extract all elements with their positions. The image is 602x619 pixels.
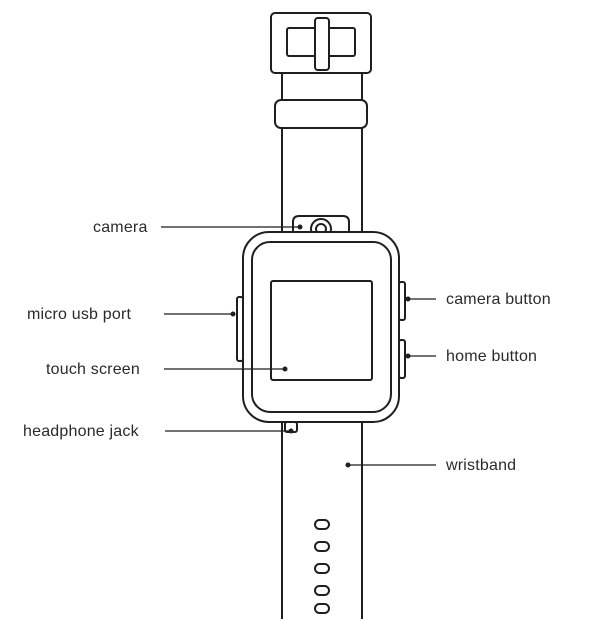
upper-band bbox=[274, 72, 368, 233]
band-buckle bbox=[270, 12, 372, 74]
touch-screen-display bbox=[270, 280, 373, 381]
label-wristband: wristband bbox=[445, 457, 516, 474]
label-camera: camera bbox=[93, 219, 148, 236]
callout-home-button: home button bbox=[405, 348, 537, 365]
lower-band bbox=[281, 421, 363, 619]
home-button-shape bbox=[398, 339, 406, 379]
callout-headphone-jack: headphone jack bbox=[23, 423, 294, 440]
label-camera-button: camera button bbox=[446, 291, 551, 308]
callout-camera: camera bbox=[93, 219, 303, 236]
callout-wristband: wristband bbox=[345, 457, 516, 474]
label-home-button: home button bbox=[446, 348, 537, 365]
label-touch-screen: touch screen bbox=[46, 361, 140, 378]
callout-touch-screen: touch screen bbox=[46, 361, 288, 378]
watch-case bbox=[242, 231, 400, 423]
label-micro-usb-port: micro usb port bbox=[27, 306, 132, 323]
micro-usb-port-cover bbox=[236, 296, 244, 362]
camera-button-shape bbox=[398, 281, 406, 321]
label-headphone-jack: headphone jack bbox=[23, 423, 140, 440]
callout-camera-button: camera button bbox=[405, 291, 551, 308]
callout-micro-usb-port: micro usb port bbox=[27, 306, 236, 323]
